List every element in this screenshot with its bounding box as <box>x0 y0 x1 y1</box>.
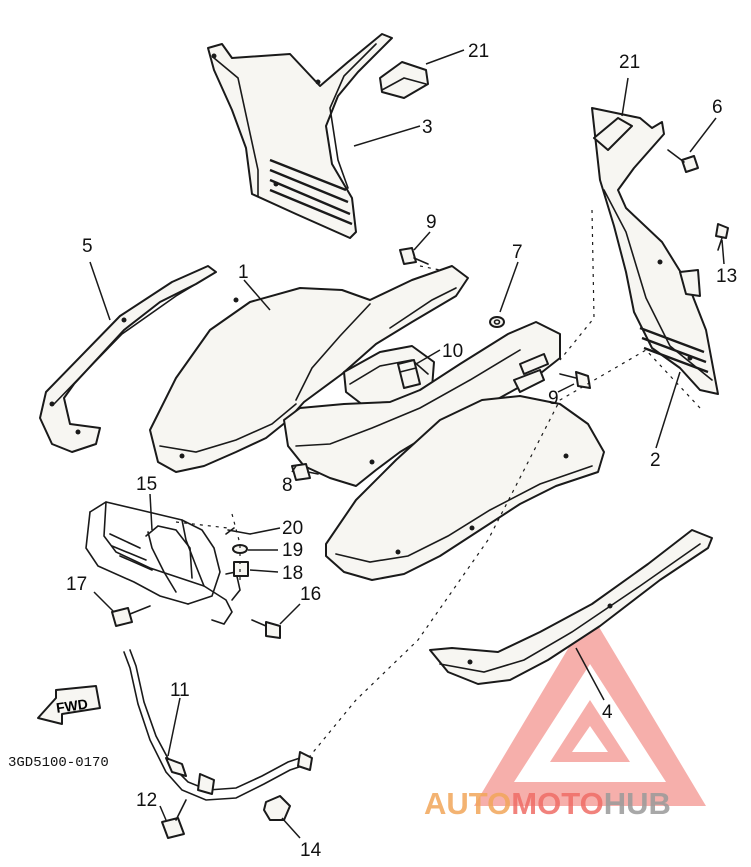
callout-11: 11 <box>170 680 190 701</box>
watermark-text-hub: HUB <box>604 786 671 821</box>
callout-14: 14 <box>300 840 322 861</box>
watermark-text: AUTOMOTOHUB <box>424 786 671 821</box>
drawing-code: 3GD5100-0170 <box>8 755 109 771</box>
watermark-triangle-inner <box>550 700 630 762</box>
watermark-text-auto: AUTO <box>424 786 511 821</box>
part-1-rear-fender <box>149 265 469 473</box>
callout-19: 19 <box>282 540 303 561</box>
watermark-logo <box>474 612 706 806</box>
callout-18: 18 <box>282 563 303 584</box>
leader-lines <box>89 49 725 839</box>
part-2-right-side-cover <box>591 107 719 395</box>
callout-9-right: 9 <box>548 388 559 409</box>
callout-12: 12 <box>136 790 157 811</box>
watermark-triangle-outer <box>474 612 706 806</box>
watermark-text-moto: MOTO <box>511 786 603 821</box>
part-15-carrier-rack <box>85 501 241 625</box>
callout-1: 1 <box>238 262 249 283</box>
center-body-frame <box>283 321 561 487</box>
assembly-lines <box>175 209 701 757</box>
callout-16: 16 <box>300 584 321 605</box>
callout-21-left: 21 <box>468 41 489 62</box>
callout-5: 5 <box>82 236 93 257</box>
fasteners <box>111 149 729 839</box>
part-3-left-side-cover <box>207 33 393 239</box>
callout-3: 3 <box>422 117 433 138</box>
callout-10: 10 <box>442 341 463 362</box>
part-11-stay-rod <box>123 649 313 801</box>
fwd-label: FWD <box>55 696 89 716</box>
part-21-pad-left <box>379 61 429 99</box>
callout-17: 17 <box>66 574 87 595</box>
part-number-callouts: 21 3 21 6 9 5 1 7 13 10 9 2 8 20 15 19 1… <box>66 41 737 861</box>
callout-15: 15 <box>136 474 157 495</box>
front-fender <box>325 395 605 581</box>
callout-6: 6 <box>712 97 723 118</box>
callout-21-right: 21 <box>619 52 640 73</box>
part-5-side-strip <box>39 265 217 453</box>
callout-2: 2 <box>650 450 661 471</box>
part-21-pad-right <box>593 117 633 151</box>
callout-8: 8 <box>282 475 293 496</box>
callout-20: 20 <box>282 518 303 539</box>
callout-9-upper: 9 <box>426 212 437 233</box>
part-4-step-strip <box>429 529 713 685</box>
fwd-direction-arrow: FWD <box>37 685 101 725</box>
callout-13: 13 <box>716 266 737 287</box>
callout-4: 4 <box>602 702 613 723</box>
callout-7: 7 <box>512 242 523 263</box>
